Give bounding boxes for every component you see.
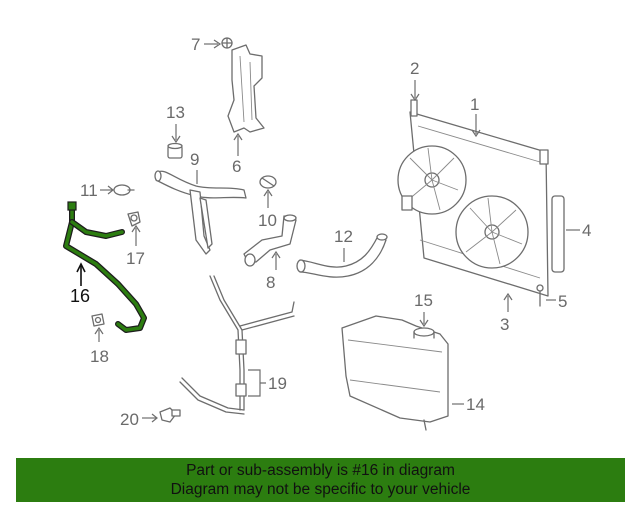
- part-10-clamp: [259, 175, 277, 189]
- svg-text:12: 12: [334, 227, 353, 246]
- svg-text:15: 15: [414, 291, 433, 310]
- callout-8[interactable]: 8: [266, 250, 281, 292]
- part-17-fitting: [127, 211, 141, 227]
- info-banner: Part or sub-assembly is #16 in diagram D…: [16, 458, 625, 502]
- part-15-cap: [413, 327, 435, 339]
- callout-15[interactable]: 15: [414, 291, 433, 328]
- callout-14[interactable]: 14: [452, 395, 485, 414]
- svg-text:5: 5: [558, 292, 567, 311]
- part-20-fitting: [159, 407, 181, 423]
- svg-text:9: 9: [190, 150, 199, 169]
- svg-text:18: 18: [90, 347, 109, 366]
- callout-11[interactable]: 11: [80, 181, 114, 200]
- svg-text:13: 13: [166, 103, 185, 122]
- svg-text:16: 16: [70, 286, 90, 306]
- parts-diagram: 7 6 13 9 11: [63, 35, 591, 431]
- part-19-tubes: [179, 275, 295, 415]
- callout-12[interactable]: 12: [334, 227, 353, 262]
- svg-text:7: 7: [191, 35, 200, 54]
- part-16-hose-highlighted[interactable]: [63, 201, 147, 333]
- svg-text:20: 20: [120, 410, 139, 429]
- callout-2[interactable]: 2: [410, 59, 420, 102]
- banner-line-1: Part or sub-assembly is #16 in diagram: [186, 462, 455, 479]
- part-18-clamp: [91, 313, 105, 327]
- callout-5[interactable]: 5: [546, 292, 567, 311]
- part-9-hose: [154, 170, 247, 255]
- part-2-bracket: [410, 99, 418, 117]
- svg-text:10: 10: [258, 211, 277, 230]
- svg-text:4: 4: [582, 221, 591, 240]
- part-6-deflector: [227, 44, 265, 133]
- part-8-hose: [243, 214, 297, 267]
- svg-text:17: 17: [126, 249, 145, 268]
- svg-text:11: 11: [80, 181, 98, 200]
- callout-1[interactable]: 1: [470, 95, 481, 138]
- callout-17[interactable]: 17: [126, 224, 145, 268]
- part-1-radiator-fan: [397, 111, 549, 297]
- callout-13[interactable]: 13: [166, 103, 185, 144]
- part-11-clamp: [113, 184, 135, 196]
- callout-7[interactable]: 7: [191, 35, 222, 54]
- callout-18[interactable]: 18: [90, 326, 109, 366]
- part-5-drain: [536, 284, 544, 307]
- callout-16[interactable]: 16: [70, 262, 90, 306]
- callout-6[interactable]: 6: [232, 132, 243, 176]
- svg-text:1: 1: [470, 95, 479, 114]
- svg-text:6: 6: [232, 157, 241, 176]
- svg-text:14: 14: [466, 395, 485, 414]
- callout-10[interactable]: 10: [258, 188, 277, 230]
- svg-text:8: 8: [266, 273, 275, 292]
- part-13-cap: [167, 142, 183, 159]
- part-7-clip: [221, 37, 233, 49]
- callout-3[interactable]: 3: [500, 292, 513, 334]
- part-14-reservoir: [341, 315, 449, 431]
- svg-text:2: 2: [410, 59, 419, 78]
- part-12-hose: [296, 233, 388, 278]
- banner-line-2: Diagram may not be specific to your vehi…: [170, 481, 471, 498]
- svg-text:3: 3: [500, 315, 509, 334]
- svg-text:19: 19: [268, 374, 287, 393]
- callout-19[interactable]: 19: [248, 369, 287, 397]
- callout-4[interactable]: 4: [566, 221, 591, 240]
- callout-20[interactable]: 20: [120, 410, 158, 429]
- callout-9[interactable]: 9: [190, 150, 199, 184]
- part-4-tank: [551, 195, 565, 273]
